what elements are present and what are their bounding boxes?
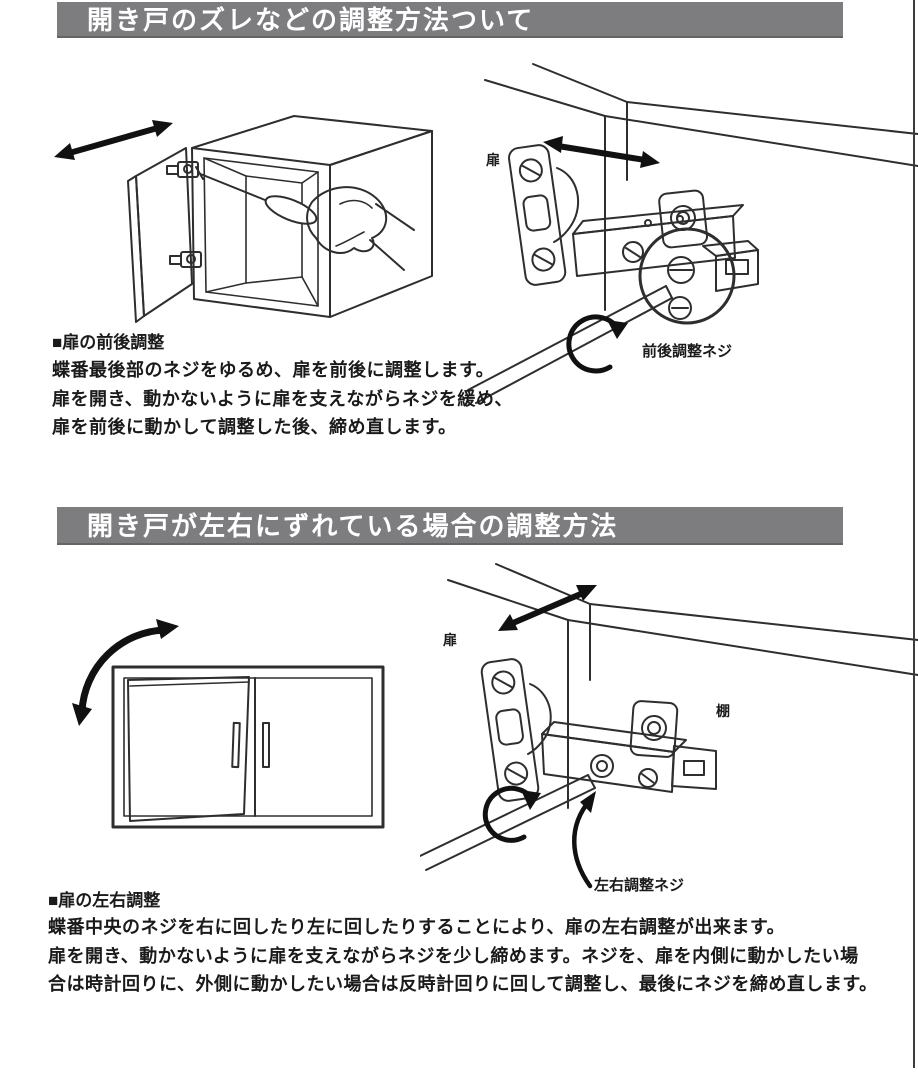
hinge-bottom — [169, 251, 202, 268]
swing-arrow — [72, 619, 179, 726]
label-shelf: 棚 — [716, 703, 730, 719]
section2-line3: 合は時計回りに、外側に動かしたい場合は反時計回りに回して調整し、最後にネジを締め… — [48, 974, 878, 994]
section2-line1: 蝶番中央のネジを右に回したり左に回したりすることにより、扉の左右調整が出来ます。 — [48, 917, 786, 937]
front-back-arrow — [543, 136, 660, 168]
label-door-1: 扉 — [486, 152, 500, 168]
rotation-arrow — [482, 785, 541, 843]
section1-line3: 扉を前後に動かして調整した後、締め直します。 — [52, 417, 457, 437]
rear-end-piece — [671, 745, 717, 790]
door-plate — [508, 144, 567, 286]
tilted-left-door — [127, 676, 250, 822]
rotation-arrow — [566, 314, 628, 374]
hinge-left-right-diagram — [420, 563, 918, 889]
screwdriver-shaft — [420, 774, 596, 871]
front-back-arrow — [498, 585, 597, 631]
section2-paragraph: 蝶番中央のネジを右に回したり左に回したりすることにより、扉の左右調整が出来ます。… — [48, 913, 878, 999]
label-door-2: 扉 — [443, 632, 457, 648]
front-back-arrow — [54, 120, 173, 160]
open-door — [127, 147, 193, 323]
rear-end-piece — [702, 240, 759, 292]
hinge-front-back-diagram — [467, 63, 918, 404]
cabinet-panels — [484, 63, 918, 311]
section1-subheading: ■扉の前後調整 — [52, 333, 165, 352]
door-plate — [480, 658, 540, 802]
section1-header: 開き戸のズレなどの調整方法ついて — [57, 2, 843, 38]
section2-subheading: ■扉の左右調整 — [48, 891, 161, 910]
hinge-cup — [527, 683, 552, 755]
screw-pointer-arrow — [572, 791, 596, 889]
cabinet-front-back-diagram — [54, 115, 433, 323]
magnifier-circle — [638, 227, 736, 325]
page-edge-line — [913, 0, 915, 1068]
hand — [306, 186, 415, 271]
section2-header: 開き戸が左右にずれている場合の調整方法 — [57, 507, 843, 545]
label-left-right-screw: 左右調整ネジ — [594, 877, 685, 894]
section1-line1: 蝶番最後部のネジをゆるめ、扉を前後に調整します。 — [52, 360, 495, 380]
screwdriver-shaft — [467, 285, 673, 404]
side-plate — [629, 700, 679, 758]
section1-line2: 扉を開き、動かないように扉を支えながらネジを緩め、 — [52, 388, 513, 409]
right-door — [262, 722, 270, 768]
hinge-cup — [553, 167, 580, 243]
screwdriver — [195, 166, 318, 225]
label-front-back-screw: 前後調整ネジ — [642, 343, 733, 360]
cabinet-body — [191, 115, 433, 318]
section2-line2: 扉を開き、動かないように扉を支えながらネジを少し締めます。ネジを、扉を内側に動か… — [48, 945, 859, 966]
cabinet-left-right-diagram — [72, 619, 385, 829]
section1-paragraph: 蝶番最後部のネジをゆるめ、扉を前後に調整します。 扉を開き、動かないように扉を支… — [52, 356, 513, 442]
